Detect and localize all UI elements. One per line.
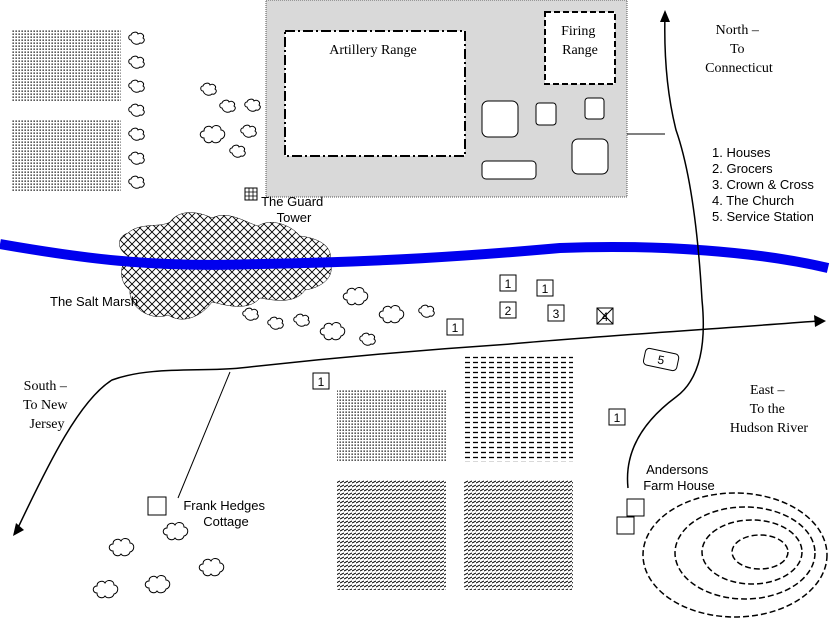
guard-tower-icon (244, 187, 258, 201)
military-compound (265, 0, 665, 198)
tree-cluster (92, 522, 225, 599)
field-dashed (464, 356, 573, 462)
field-hatched (464, 480, 573, 590)
farm-house-label: Andersons Farm House (643, 462, 715, 493)
firing-range-area (544, 11, 616, 85)
farm-house-building (616, 516, 635, 535)
marker-grocers: 2 (499, 301, 517, 319)
compound-building (584, 97, 605, 120)
legend-item: 3. Crown & Cross (712, 177, 814, 192)
farm-house-building (626, 498, 645, 517)
firing-range-label: Firing Range (561, 24, 599, 58)
artillery-range-label: Artillery Range (329, 43, 416, 58)
compound-building (571, 138, 609, 175)
marker-house: 1 (312, 372, 330, 390)
legend-item: 1. Houses (712, 145, 771, 160)
tree-row (128, 31, 145, 189)
marker-house: 1 (446, 318, 464, 336)
marker-house: 1 (536, 279, 554, 297)
east-direction-label: East – To the Hudson River (730, 383, 809, 436)
map-legend: 1. Houses 2. Grocers 3. Crown & Cross 4.… (712, 145, 814, 224)
south-direction-label: South – To New Jersey (23, 379, 71, 432)
svg-text:1: 1 (542, 282, 549, 296)
svg-text:5: 5 (656, 352, 666, 367)
cottage-label: Frank Hedges Cottage (183, 498, 268, 529)
river (0, 239, 830, 273)
svg-text:3: 3 (553, 307, 560, 321)
svg-text:4: 4 (602, 310, 609, 324)
marker-church: 4 (596, 307, 614, 325)
field-hatched (337, 480, 446, 590)
svg-text:1: 1 (318, 375, 325, 389)
salt-marsh-label: The Salt Marsh (50, 294, 138, 309)
marker-house: 1 (608, 408, 626, 426)
marker-crown-cross: 3 (547, 304, 565, 322)
road-arrow-south (13, 523, 24, 536)
marker-service-station: 5 (642, 347, 680, 372)
svg-text:1: 1 (614, 411, 621, 425)
east-west-road (15, 320, 819, 533)
tree-cluster (199, 82, 261, 158)
guard-tower-label: The Guard Tower (261, 194, 327, 225)
road-arrow-east (814, 315, 826, 327)
compound-building (481, 100, 519, 138)
compound-building (535, 102, 557, 126)
compound-building (481, 160, 537, 180)
marker-house: 1 (499, 274, 517, 292)
field-dotted (337, 390, 446, 462)
legend-item: 5. Service Station (712, 209, 814, 224)
roads (15, 13, 819, 533)
artillery-range-area (284, 30, 466, 157)
field-dotted (12, 30, 121, 102)
north-direction-label: North – To Connecticut (705, 23, 773, 76)
svg-text:1: 1 (505, 277, 512, 291)
legend-item: 2. Grocers (712, 161, 773, 176)
north-south-road (626, 13, 705, 489)
legend-item: 4. The Church (712, 193, 794, 208)
cottage-building (147, 496, 167, 516)
cottage-lane (177, 371, 231, 499)
svg-text:1: 1 (452, 321, 459, 335)
valley-rings (642, 492, 828, 618)
road-arrow-north (660, 10, 670, 22)
svg-text:2: 2 (505, 304, 512, 318)
field-dotted (12, 120, 121, 191)
